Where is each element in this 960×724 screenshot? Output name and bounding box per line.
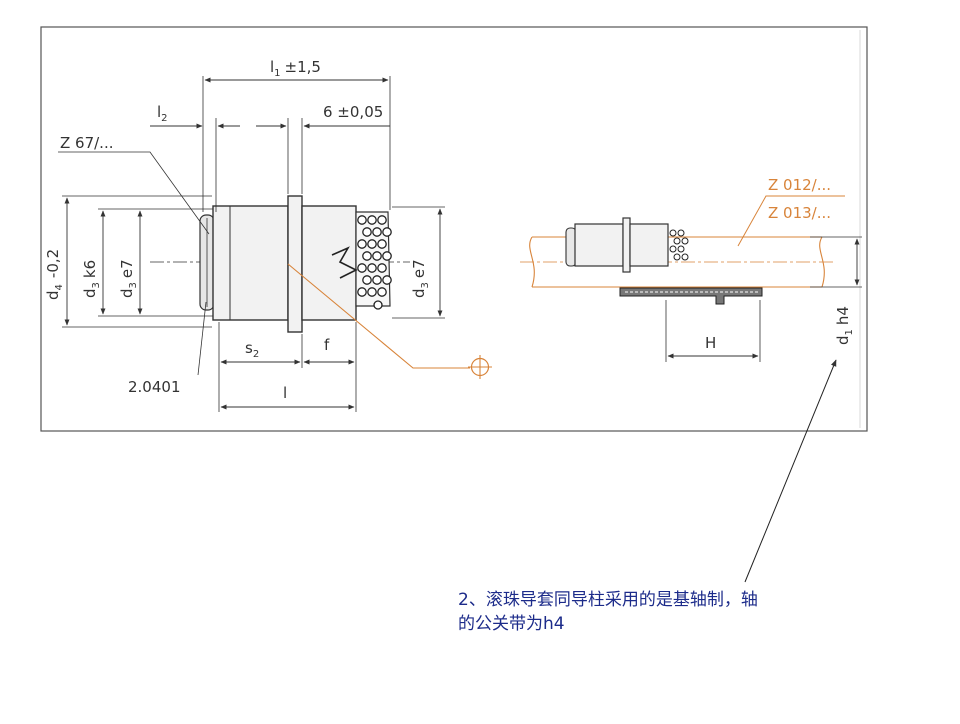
l-label: l [283,384,287,402]
bushing-flange [287,195,303,333]
d3e7-right-label: d [410,288,428,298]
d1h4-fit: h4 [834,306,852,325]
d3e7-fit: e7 [118,259,136,278]
l2-label: l [157,103,161,121]
svg-text:d4-0,2: d4 -0,2 [44,249,65,300]
d3e7-label: d [118,288,136,298]
f-label: f [324,336,330,354]
note-pointer-arrow [744,359,837,583]
ball-cage-sleeve [301,205,357,321]
svg-text:d3k6: d3 k6 [81,260,102,298]
z012-leader [737,195,845,247]
l2-sub: 2 [161,113,167,124]
note-line-1: 2、滚珠导套同导柱采用的是基轴制，轴 [458,590,758,610]
note-line-2: 的公关带为h4 [458,614,565,634]
bushing-body [212,205,289,321]
section-break [331,246,358,279]
retainer-plate [619,287,763,305]
d3k6-label: d [81,288,99,298]
l1-label: l [270,58,274,76]
d3k6-sub: 3 [91,282,102,288]
part-number: 2.0401 [128,378,181,396]
right-view: H d1 h4 Z 012/... Z 013/... [520,176,862,362]
svg-text:d1h4: d1 h4 [834,306,855,345]
drawing-frame [40,26,868,432]
d1h4-sub: 1 [844,329,855,335]
ball-grid [357,215,392,297]
z012-callout: Z 012/... [768,176,831,194]
l1-sub: 1 [274,68,280,79]
d4-label: d [44,290,62,300]
z67-leader [58,151,210,235]
six-tolerance-label: 6 ±0,05 [323,103,383,121]
s2-label: s [245,339,253,357]
s2-sub: 2 [253,349,259,360]
d4-tolerance: -0,2 [44,249,62,278]
z67-callout: Z 67/... [60,134,114,152]
part-no-leader [197,301,207,376]
d3k6-fit: k6 [81,260,99,278]
h-label: H [705,334,716,352]
svg-text:l2: l2 [157,103,168,124]
svg-text:s2: s2 [245,339,259,360]
l1-tolerance: ±1,5 [285,58,321,76]
position-leader [287,263,470,369]
right-bushing-body [574,223,624,267]
d3e7-sub: 3 [128,282,139,288]
svg-text:d3e7: d3 e7 [410,259,431,298]
z013-callout: Z 013/... [768,204,831,222]
d4-sub: 4 [54,284,65,290]
right-ball-grid [669,229,689,261]
svg-text:l1±1,5: l1 ±1,5 [270,58,321,79]
d1h4-label: d [834,335,852,345]
position-symbol-icon [468,355,492,379]
svg-text:d3e7: d3 e7 [118,259,139,298]
d3e7-right-sub: 3 [420,282,431,288]
left-view: l1±1,5 l2 6 ±0,05 Z 67/... 2.0401 s2 f l… [44,58,492,412]
d3e7-right-fit: e7 [410,259,428,278]
tolerance-note: 2、滚珠导套同导柱采用的是基轴制，轴 的公关带为h4 [458,588,898,636]
